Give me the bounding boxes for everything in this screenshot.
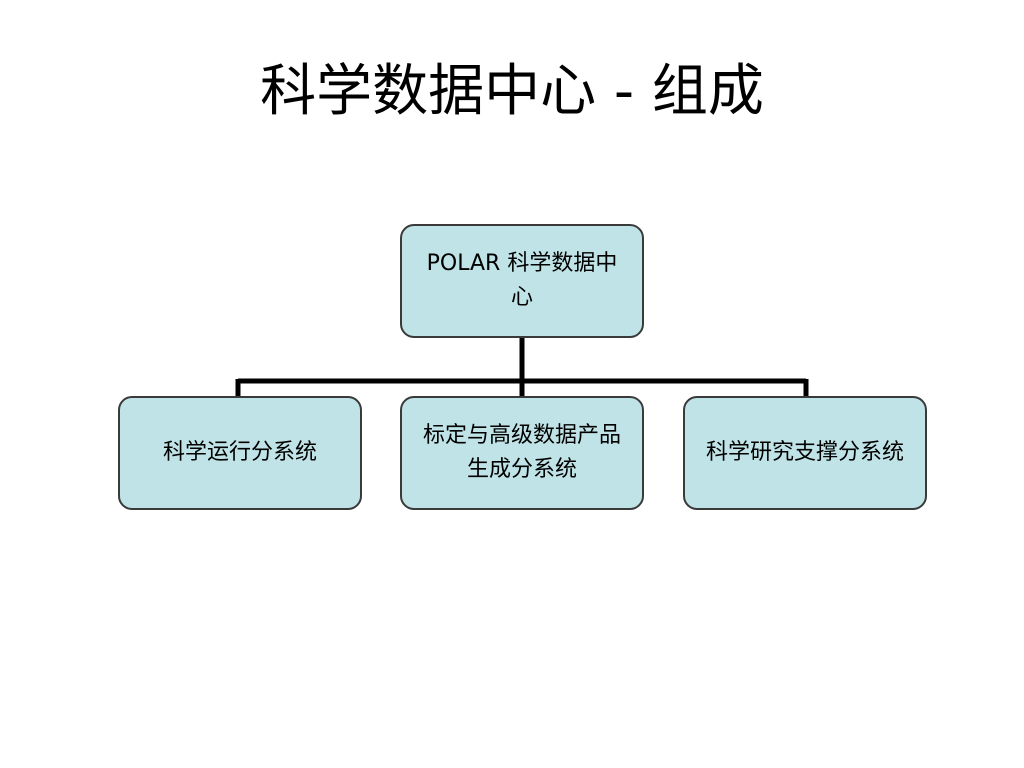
child-node-science-operations[interactable]: 科学运行分系统 bbox=[118, 396, 362, 510]
child-node-calibration-products[interactable]: 标定与高级数据产品生成分系统 bbox=[400, 396, 644, 510]
root-node[interactable]: POLAR 科学数据中心 bbox=[400, 224, 644, 338]
root-node-label: POLAR 科学数据中心 bbox=[426, 251, 618, 310]
slide-title: 科学数据中心 - 组成 bbox=[260, 59, 764, 124]
child-node-research-support[interactable]: 科学研究支撑分系统 bbox=[683, 396, 927, 510]
child-node-label: 科学运行分系统 bbox=[162, 440, 317, 465]
child-node-label: 科学研究支撑分系统 bbox=[705, 440, 904, 465]
child-node-label: 标定与高级数据产品生成分系统 bbox=[422, 423, 621, 482]
